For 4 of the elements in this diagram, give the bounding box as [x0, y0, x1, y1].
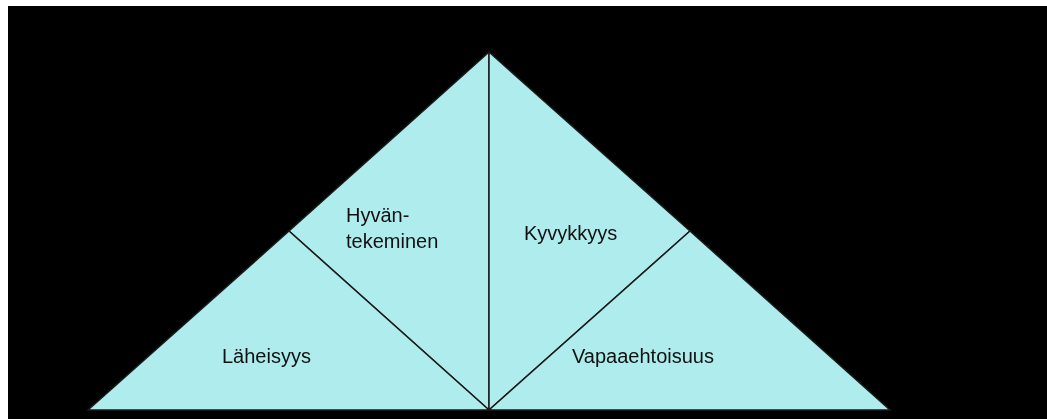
segment-label: Läheisyys [222, 344, 312, 369]
segment-label: Vapaaehtoisuus [572, 344, 715, 369]
segment-label: Kyvykkyys [524, 221, 619, 246]
segment-label: Hyvän- tekeminen [346, 203, 440, 254]
